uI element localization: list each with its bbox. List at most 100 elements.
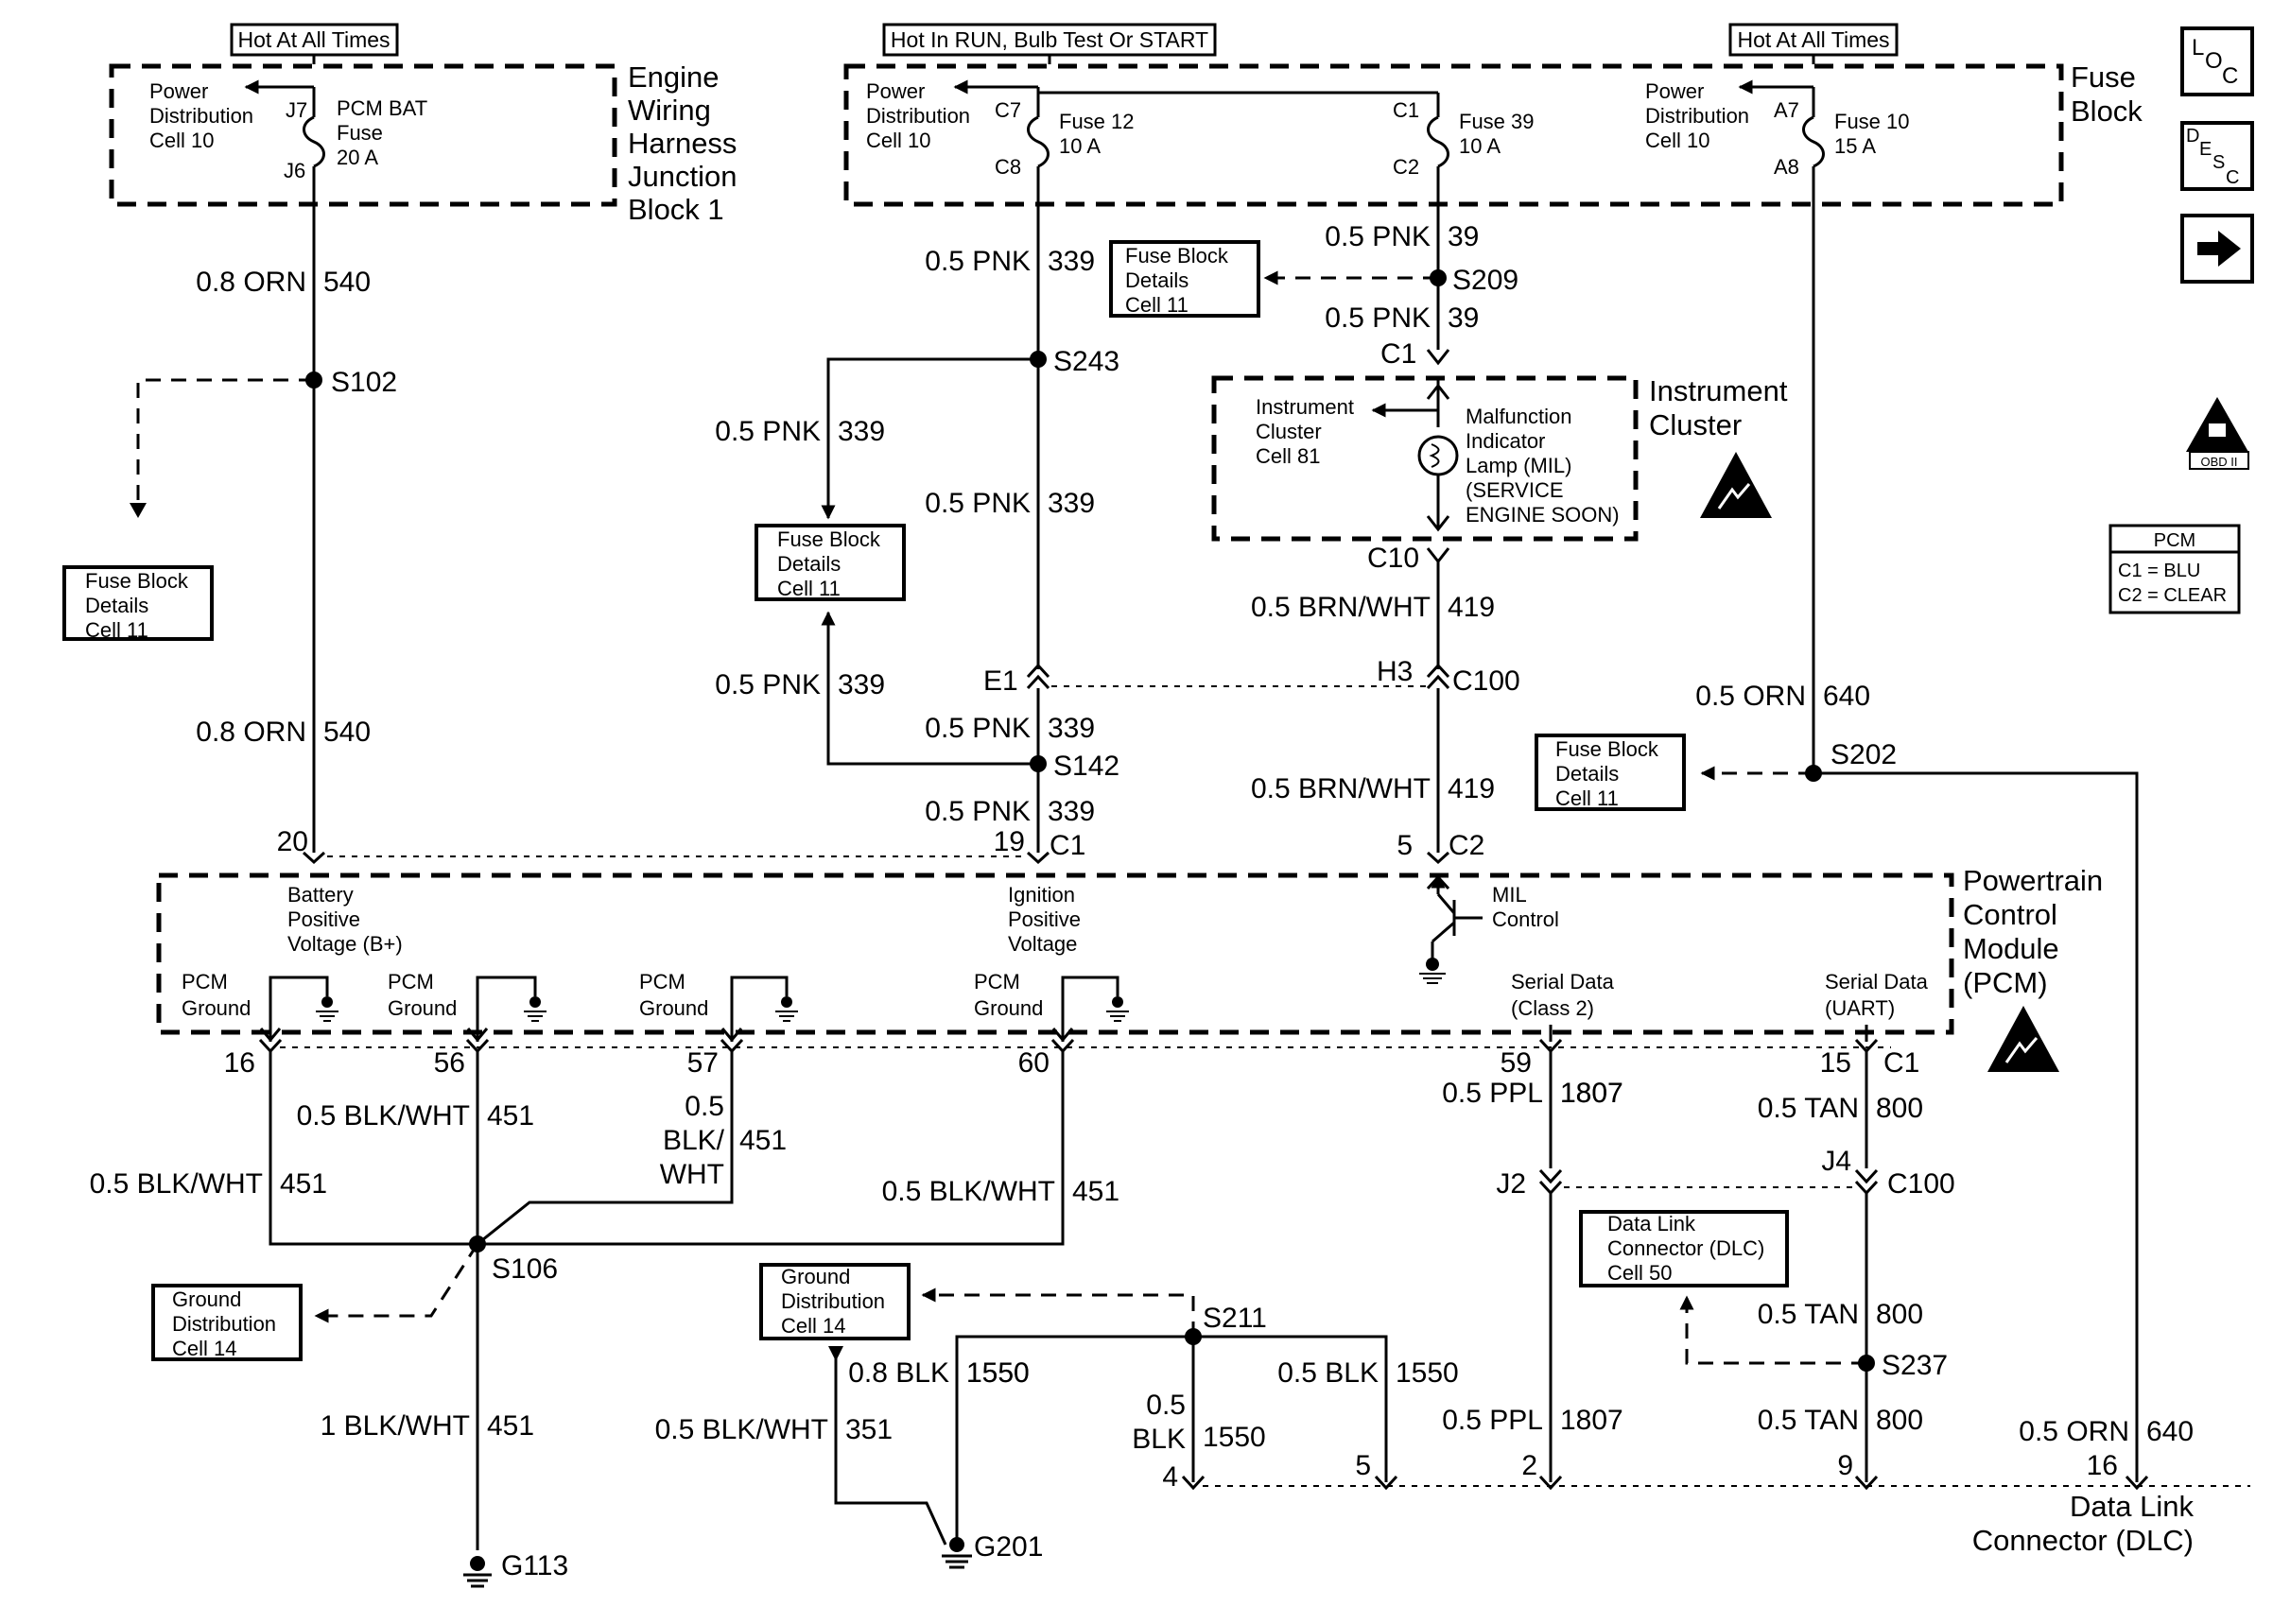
svg-text:C1: C1 [1380,338,1416,370]
svg-text:C2: C2 [1449,830,1484,861]
svg-text:C2: C2 [1393,155,1419,179]
pcm-connector-legend: PCM C1 = BLU C2 = CLEAR [2108,524,2241,614]
svg-text:H3: H3 [1377,656,1413,687]
circuit-number: 39 [1448,221,1479,252]
svg-text:G113: G113 [501,1550,568,1581]
circuit-number: 339 [1048,796,1095,827]
svg-text:E1: E1 [983,665,1018,697]
svg-text:C1: C1 [1883,1047,1919,1079]
svg-text:C100: C100 [1452,665,1520,697]
svg-text:57: 57 [687,1047,719,1079]
svg-text:Hot In RUN, Bulb Test Or START: Hot In RUN, Bulb Test Or START [891,27,1208,52]
svg-text:A8: A8 [1774,155,1799,179]
svg-text:0.5 ORN: 0.5 ORN [2019,1416,2129,1447]
svg-text:4: 4 [1162,1461,1178,1493]
circuit-number: 451 [487,1410,534,1442]
svg-text:0.5 PNK: 0.5 PNK [925,713,1031,744]
svg-text:D: D [2186,126,2199,147]
fuse-10-icon [1802,115,1825,168]
circuit-number: 800 [1876,1093,1923,1124]
circuit-339: 0.5 PNK S243 0.5 PNK 0.5 PNK 0.5 PNK 0.5… [715,204,1119,853]
svg-text:0.8 BLK: 0.8 BLK [848,1357,949,1389]
svg-text:S243: S243 [1053,346,1119,377]
svg-text:0.5 BLK/WHT: 0.5 BLK/WHT [297,1100,470,1132]
svg-text:0.8 ORN: 0.8 ORN [196,267,306,298]
desc-icon[interactable]: D E S C [2180,121,2254,191]
svg-text:0.8 ORN: 0.8 ORN [196,717,306,748]
circuit-number: 419 [1448,773,1495,804]
svg-text:0.5 TAN: 0.5 TAN [1758,1299,1859,1330]
svg-text:PCM: PCM [2154,530,2195,551]
circuit-number: 351 [845,1414,893,1445]
svg-text:0.5 PNK: 0.5 PNK [925,796,1031,827]
circuit-number: 451 [1072,1176,1119,1207]
circuit-number: 339 [838,669,885,700]
svg-text:0.5 PPL: 0.5 PPL [1442,1078,1543,1109]
svg-text:56: 56 [434,1047,465,1079]
loc-icon[interactable]: L O C [2180,26,2254,96]
circuit-number: 640 [2146,1416,2194,1447]
header-hot-at-all-times-right: Hot At All Times [1728,23,1899,64]
svg-text:Serial Data(Class 2): Serial Data(Class 2) [1511,970,1615,1020]
next-page-arrow-icon[interactable] [2180,214,2254,284]
circuit-number: 800 [1876,1405,1923,1436]
svg-text:C10: C10 [1367,543,1419,574]
obd-ii-icon: OBD II [2186,397,2249,470]
ground-g113-icon [463,1556,492,1588]
svg-text:S142: S142 [1053,751,1119,782]
circuit-number: 800 [1876,1299,1923,1330]
svg-text:0.5 BRN/WHT: 0.5 BRN/WHT [1251,773,1431,804]
circuit-number: 339 [1048,713,1095,744]
svg-text:C: C [2222,63,2238,89]
svg-text:J2: J2 [1496,1168,1526,1200]
svg-text:S102: S102 [331,367,397,398]
svg-text:C1: C1 [1050,830,1085,861]
svg-text:16: 16 [2087,1450,2118,1481]
circuit-number: 451 [280,1168,327,1200]
fuse-12-icon [1027,115,1050,168]
circuit-number: 451 [487,1100,534,1132]
svg-text:1550: 1550 [1203,1422,1266,1453]
circuit-number: 540 [323,267,371,298]
svg-text:1 BLK/WHT: 1 BLK/WHT [321,1410,470,1442]
svg-text:0.5 TAN: 0.5 TAN [1758,1405,1859,1436]
svg-text:OBD II: OBD II [2200,455,2237,469]
svg-text:0.5 TAN: 0.5 TAN [1758,1093,1859,1124]
svg-text:0.5 PNK: 0.5 PNK [1325,302,1431,334]
